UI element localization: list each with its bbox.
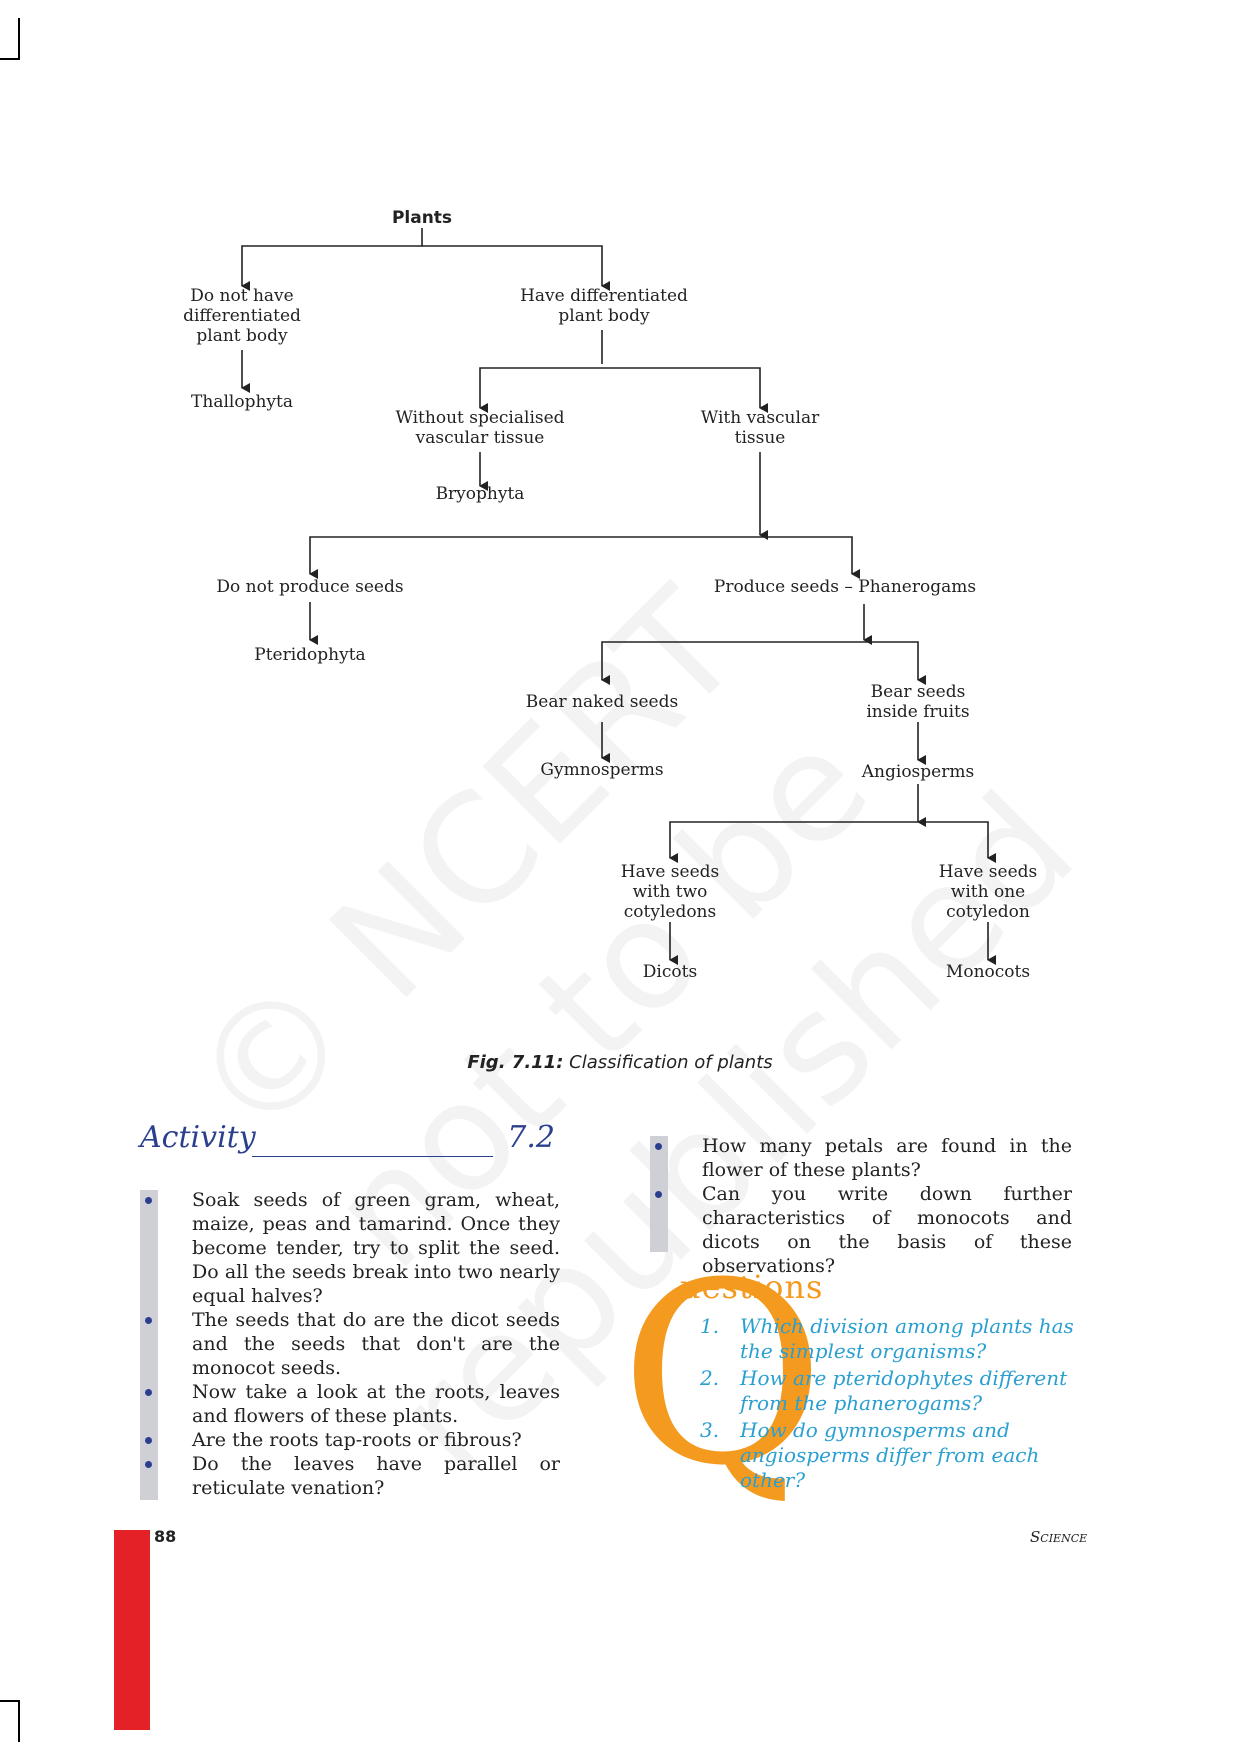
figure-caption: Fig. 7.11: Classification of plants bbox=[0, 1052, 1240, 1073]
question-item: 3.How do gymnosperms and angiosperms dif… bbox=[700, 1418, 1040, 1492]
activity-list-right: How many petals are found in the flower … bbox=[652, 1134, 1072, 1278]
node-one-cotyledon: Have seeds with one cotyledon bbox=[938, 862, 1038, 922]
list-item: The seeds that do are the dicot seeds an… bbox=[142, 1308, 560, 1380]
node-bryophyta: Bryophyta bbox=[435, 484, 525, 504]
list-item: Do the leaves have parallel or reticulat… bbox=[142, 1452, 560, 1500]
classification-tree-connectors bbox=[241, 228, 996, 965]
node-no-seeds: Do not produce seeds bbox=[216, 577, 404, 597]
node-differentiated-body: Have differentiated plant body bbox=[520, 286, 688, 326]
activity-heading: Activity 7.2 bbox=[140, 1120, 555, 1164]
activity-left-bar bbox=[140, 1190, 158, 1500]
node-two-cotyledons: Have seeds with two cotyledons bbox=[620, 862, 720, 922]
activity-number: 7.2 bbox=[507, 1120, 555, 1155]
node-naked-seeds: Bear naked seeds bbox=[525, 692, 679, 712]
node-phanerogams: Produce seeds – Phanerogams bbox=[713, 577, 977, 597]
bullet-icon bbox=[145, 1461, 152, 1468]
list-item: How many petals are found in the flower … bbox=[652, 1134, 1072, 1182]
node-gymnosperms: Gymnosperms bbox=[540, 760, 664, 780]
crop-mark-top-horizontal bbox=[0, 58, 20, 60]
bullet-icon bbox=[145, 1389, 152, 1396]
bullet-icon bbox=[145, 1317, 152, 1324]
node-angiosperms: Angiosperms bbox=[861, 762, 975, 782]
questions-big-letter: Q bbox=[620, 1229, 825, 1520]
node-plants: Plants bbox=[391, 208, 453, 228]
list-item: Can you write down further characteristi… bbox=[652, 1182, 1072, 1278]
node-pteridophyta: Pteridophyta bbox=[254, 645, 366, 665]
list-item: Soak seeds of green gram, wheat, maize, … bbox=[142, 1188, 560, 1308]
page-number: 88 bbox=[154, 1527, 177, 1546]
node-seeds-inside-fruits: Bear seeds inside fruits bbox=[866, 682, 970, 722]
bullet-icon bbox=[655, 1191, 662, 1198]
page-edge-bar bbox=[114, 1530, 150, 1730]
crop-mark-bottom-vertical bbox=[18, 1700, 20, 1742]
list-item: Now take a look at the roots, leaves and… bbox=[142, 1380, 560, 1428]
crop-mark-bottom-horizontal bbox=[0, 1700, 20, 1702]
list-item: Are the roots tap-roots or fibrous? bbox=[142, 1428, 560, 1452]
node-without-vascular: Without specialised vascular tissue bbox=[395, 408, 565, 448]
activity-title: Activity bbox=[140, 1120, 256, 1155]
crop-mark-top-vertical bbox=[18, 18, 20, 60]
figure-caption-text: Classification of plants bbox=[563, 1052, 773, 1073]
question-item: 2.How are pteridophytes different from t… bbox=[700, 1366, 1068, 1415]
bullet-icon bbox=[655, 1143, 662, 1150]
node-dicots: Dicots bbox=[642, 962, 698, 982]
bullet-icon bbox=[145, 1197, 152, 1204]
running-footer-subject: Science bbox=[1030, 1528, 1088, 1546]
figure-caption-label: Fig. 7.11: bbox=[467, 1052, 564, 1073]
activity-heading-rule bbox=[252, 1156, 493, 1157]
activity-list-left: Soak seeds of green gram, wheat, maize, … bbox=[142, 1188, 560, 1500]
question-item: 1.Which division among plants has the si… bbox=[700, 1314, 1074, 1363]
questions-heading: uestions bbox=[680, 1268, 824, 1306]
bullet-icon bbox=[145, 1437, 152, 1444]
node-monocots: Monocots bbox=[945, 962, 1031, 982]
node-thallophyta: Thallophyta bbox=[191, 392, 293, 412]
node-no-differentiated-body: Do not have differentiated plant body bbox=[183, 286, 301, 346]
questions-list: 1.Which division among plants has the si… bbox=[700, 1314, 1076, 1495]
node-with-vascular: With vascular tissue bbox=[700, 408, 820, 448]
